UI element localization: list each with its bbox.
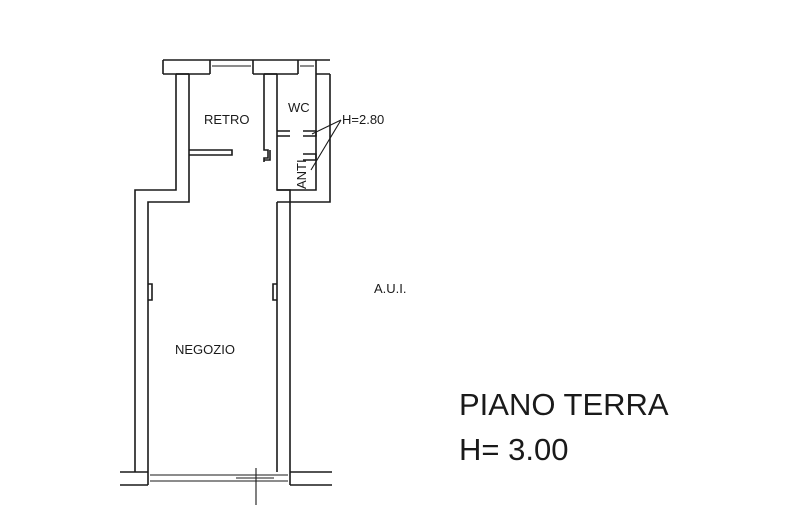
room-label-negozio: NEGOZIO	[175, 342, 235, 357]
top-wall	[162, 59, 330, 75]
partition-wall	[263, 73, 291, 472]
wc-height-label: H=2.80	[342, 112, 384, 127]
floor-title: PIANO TERRA	[459, 387, 669, 422]
pilasters	[148, 283, 277, 301]
aui-label: A.U.I.	[374, 281, 407, 296]
room-label-wc: WC	[288, 100, 310, 115]
floor-height: H= 3.00	[459, 432, 568, 467]
bottom-wall	[120, 468, 332, 505]
room-label-anti: ANTI	[294, 159, 309, 189]
height-leader	[310, 119, 342, 171]
room-label-retro: RETRO	[204, 112, 250, 127]
retro-walls	[134, 73, 233, 472]
wc-anti-walls	[277, 74, 331, 203]
